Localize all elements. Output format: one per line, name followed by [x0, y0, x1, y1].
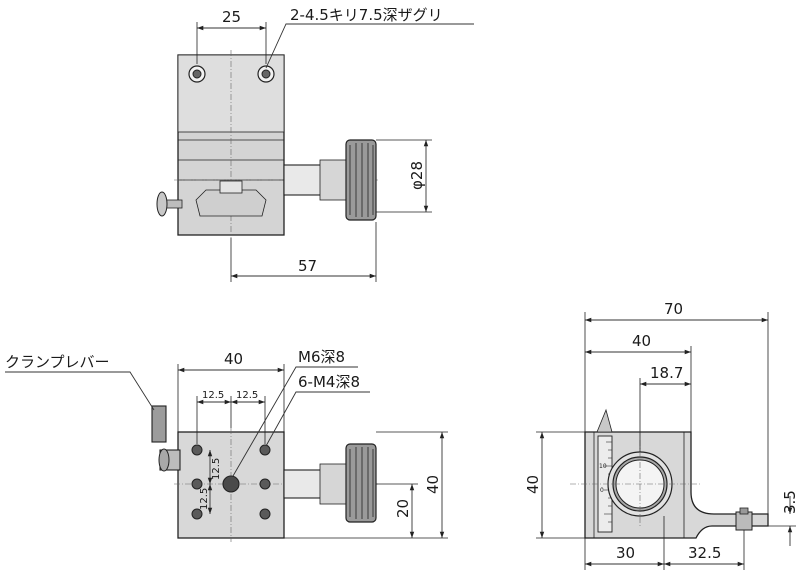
dim-front-height: 40 — [424, 475, 442, 494]
micrometer-knob-front — [345, 443, 377, 523]
front-view: クランプレバー 40 12.5 12.5 12.5 12.5 M6深8 6-M4… — [5, 348, 448, 542]
dim-center-height: 20 — [394, 499, 412, 518]
dim-vert-lower: 12.5 — [199, 488, 210, 510]
clamp-screw-side — [735, 507, 753, 531]
dim-pitch-left: 12.5 — [202, 390, 224, 401]
scale-mark-10: 10 — [599, 463, 607, 470]
dim-side-18-7: 18.7 — [650, 364, 683, 382]
dovetail-guide — [195, 189, 267, 217]
dim-side-height: 40 — [524, 475, 542, 494]
dim-side-30: 30 — [616, 544, 635, 562]
scale-mark-0: 0 — [600, 487, 604, 494]
m4-holes — [191, 444, 271, 520]
dim-side-32-5: 32.5 — [688, 544, 721, 562]
clamp-lever-top — [156, 191, 183, 217]
micrometer-knob-top — [345, 139, 377, 221]
note-m6: M6深8 — [298, 348, 345, 366]
label-clamp-lever: クランプレバー — [5, 353, 110, 371]
side-view: 10 0 70 40 18.7 40 — [524, 300, 799, 570]
dim-side-40: 40 — [632, 332, 651, 350]
counterbore-hole-right — [257, 65, 275, 83]
dim-pitch-right: 12.5 — [236, 390, 258, 401]
dim-vert-upper: 12.5 — [211, 458, 222, 480]
counterbore-hole-left — [188, 65, 206, 83]
dim-side-3-5: 3.5 — [781, 490, 799, 514]
dim-length: 57 — [298, 257, 317, 275]
dim-knob-dia: φ28 — [408, 161, 426, 190]
top-view: 25 2-4.5キリ7.5深ザグリ φ28 57 — [156, 6, 474, 282]
dim-total: 70 — [664, 300, 683, 318]
m6-hole — [222, 475, 240, 493]
dim-hole-pitch: 25 — [222, 8, 241, 26]
note-counterbore: 2-4.5キリ7.5深ザグリ — [290, 6, 443, 24]
dim-front-width: 40 — [224, 350, 243, 368]
clamp-lever — [151, 405, 181, 472]
note-m4: 6-M4深8 — [298, 373, 360, 391]
